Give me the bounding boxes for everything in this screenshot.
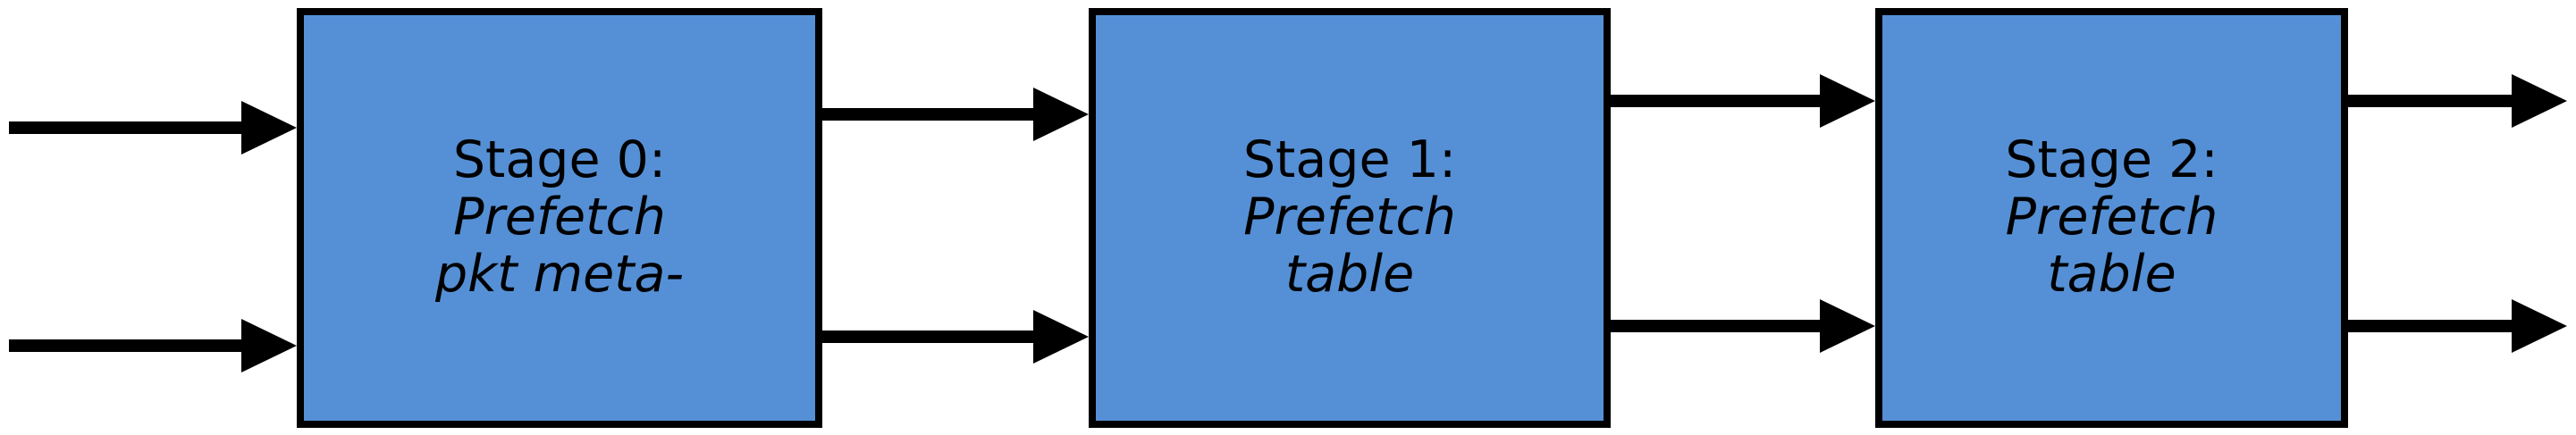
stage-title: Stage 0: <box>452 130 667 190</box>
arrow-head <box>1033 310 1089 364</box>
arrow-head <box>1820 299 1875 353</box>
arrow-head <box>2512 299 2567 353</box>
arrow-shaft <box>2348 320 2519 332</box>
stage-title: Stage 1: <box>1242 130 1457 190</box>
arrow-head <box>241 319 297 372</box>
stage-subtitle-line1: Prefetch <box>453 188 666 247</box>
arrow-shaft <box>9 121 248 134</box>
arrow-head <box>1820 74 1875 128</box>
arrow-head <box>241 101 297 155</box>
stage-subtitle-line1: Prefetch <box>1243 188 1456 247</box>
stage-box-stage-0[interactable]: Stage 0: Prefetch pkt meta- <box>297 8 822 428</box>
arrow-shaft <box>9 339 248 352</box>
stage-subtitle-line1: Prefetch <box>2005 188 2218 247</box>
stage-subtitle-line2: table <box>2047 244 2176 304</box>
arrow-shaft <box>822 108 1040 121</box>
stage-subtitle-line2: pkt meta- <box>434 244 685 304</box>
arrow-shaft <box>2348 95 2519 107</box>
stage-box-stage-2[interactable]: Stage 2: Prefetch table <box>1875 8 2348 428</box>
arrow-shaft <box>1611 320 1827 332</box>
stage-title: Stage 2: <box>2005 130 2218 190</box>
stage-subtitle-line2: table <box>1284 244 1415 304</box>
stage-box-stage-1[interactable]: Stage 1: Prefetch table <box>1089 8 1611 428</box>
arrow-shaft <box>822 330 1040 343</box>
arrow-head <box>2512 74 2567 128</box>
arrow-shaft <box>1611 95 1827 107</box>
arrow-head <box>1033 88 1089 141</box>
